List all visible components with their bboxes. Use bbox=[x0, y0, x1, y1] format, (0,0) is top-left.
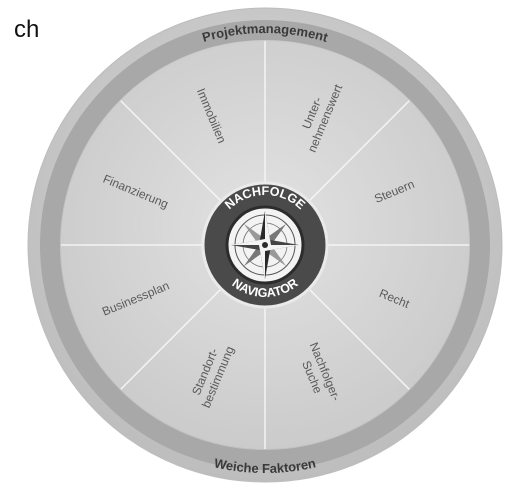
segment-divider bbox=[308, 288, 410, 390]
segment-divider bbox=[120, 100, 222, 202]
segment-divider bbox=[120, 288, 222, 390]
segment-dividers bbox=[61, 41, 469, 449]
ring-label-bottom: Weiche Faktoren bbox=[213, 455, 317, 476]
cropped-text-fragment: ch bbox=[14, 16, 40, 43]
label-band bbox=[40, 20, 490, 470]
compass-rose-icon bbox=[231, 211, 299, 279]
segment-divider bbox=[308, 100, 410, 202]
